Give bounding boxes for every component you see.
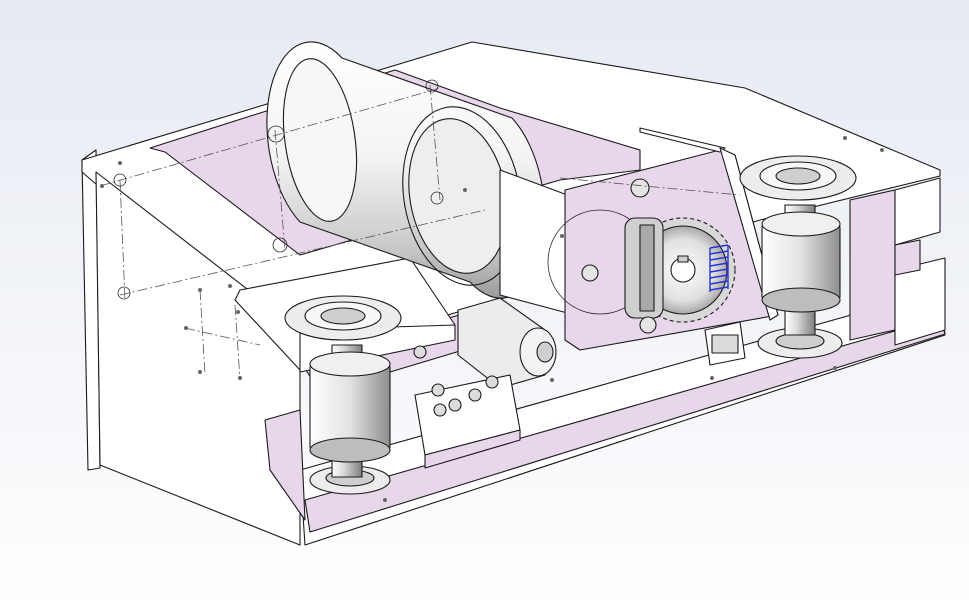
right-flange-bearing[interactable] [739,155,857,359]
left-roller-shaft[interactable] [309,344,391,478]
left-flange-bearing[interactable] [284,295,402,495]
lower-bolt-assembly[interactable] [413,345,521,469]
cylinder-drum[interactable] [266,41,546,299]
gear-rack[interactable] [581,178,664,334]
right-roller-shaft[interactable] [761,204,841,336]
reference-axes [99,79,884,502]
mounting-bracket[interactable] [704,321,746,366]
motor-shaft-housing[interactable] [457,297,557,389]
compression-spring[interactable] [709,244,729,292]
